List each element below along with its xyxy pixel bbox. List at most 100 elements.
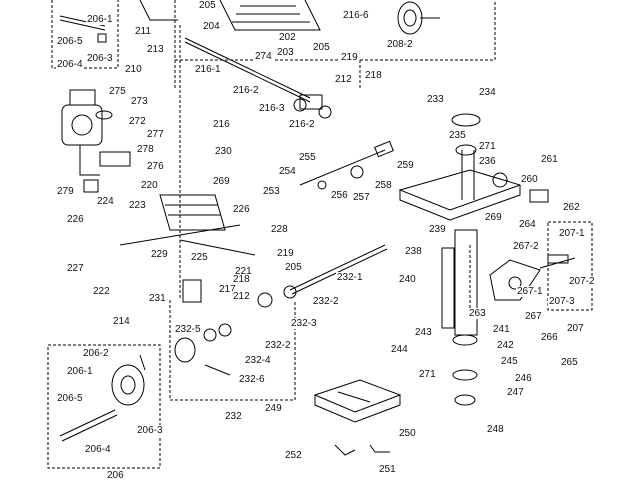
part-label: 271 <box>478 141 497 152</box>
group-outlines <box>47 0 593 469</box>
part-label: 231 <box>148 293 167 304</box>
part-label: 255 <box>298 152 317 163</box>
part-label: 269 <box>212 176 231 187</box>
part-label: 208-2 <box>386 39 414 50</box>
part-label: 219 <box>276 248 295 259</box>
part-label: 205 <box>284 262 303 273</box>
part-label: 241 <box>492 324 511 335</box>
part-label: 248 <box>486 424 505 435</box>
part-label: 216-1 <box>194 64 222 75</box>
part-label: 275 <box>108 86 127 97</box>
part-label: 226 <box>66 214 85 225</box>
part-label: 205 <box>198 0 217 11</box>
part-label: 252 <box>284 450 303 461</box>
base-249 <box>313 379 402 456</box>
part-label: 230 <box>214 146 233 157</box>
part-label: 223 <box>128 200 147 211</box>
part-label: 262 <box>562 202 581 213</box>
part-label: 247 <box>506 387 525 398</box>
part-label: 212 <box>334 74 353 85</box>
part-label: 207 <box>566 323 585 334</box>
part-label: 216-2 <box>232 85 260 96</box>
part-label: 244 <box>390 344 409 355</box>
part-label: 202 <box>278 32 297 43</box>
part-label: 203 <box>276 47 295 58</box>
part-label: 249 <box>264 403 283 414</box>
part-label: 214 <box>112 316 131 327</box>
part-label: 206-1 <box>66 366 94 377</box>
part-label: 206-5 <box>56 36 84 47</box>
part-label: 225 <box>190 252 209 263</box>
part-label: 232-3 <box>290 318 318 329</box>
part-label: 207-2 <box>568 276 596 287</box>
part-label: 228 <box>270 224 289 235</box>
part-label: 218 <box>364 70 383 81</box>
part-label: 232-6 <box>238 374 266 385</box>
part-label: 220 <box>140 180 159 191</box>
part-label: 227 <box>66 263 85 274</box>
handwheel-206-front <box>59 354 146 442</box>
part-label: 206-5 <box>56 393 84 404</box>
lever-assembly <box>299 140 394 190</box>
part-label: 246 <box>514 373 533 384</box>
part-label: 222 <box>92 286 111 297</box>
part-label: 206-4 <box>56 59 84 70</box>
part-label: 206-3 <box>136 425 164 436</box>
part-label: 274 <box>254 51 273 62</box>
part-label: 264 <box>518 219 537 230</box>
part-label: 206-1 <box>86 14 114 25</box>
part-label: 266 <box>540 332 559 343</box>
part-label: 213 <box>146 44 165 55</box>
part-label: 279 <box>56 186 75 197</box>
part-label: 219 <box>340 52 359 63</box>
part-label: 265 <box>560 357 579 368</box>
part-label: 256 <box>330 190 349 201</box>
part-label: 234 <box>478 87 497 98</box>
part-label: 243 <box>414 327 433 338</box>
part-label: 273 <box>130 96 149 107</box>
column-assembly <box>398 113 522 406</box>
part-label: 267-1 <box>516 286 544 297</box>
motor-assembly <box>61 89 131 193</box>
part-label: 216-3 <box>258 103 286 114</box>
right-side-assembly <box>489 172 576 301</box>
part-label: 242 <box>496 340 515 351</box>
feed-shaft-232 <box>174 244 388 376</box>
part-label: 207-1 <box>558 228 586 239</box>
part-label: 269 <box>484 212 503 223</box>
part-label: 221 <box>234 266 253 277</box>
part-label: 206-2 <box>82 348 110 359</box>
part-label: 263 <box>468 308 487 319</box>
part-label: 206 <box>106 470 125 481</box>
part-label: 238 <box>404 246 423 257</box>
part-label: 271 <box>418 369 437 380</box>
top-table <box>139 0 321 31</box>
part-label: 232 <box>224 411 243 422</box>
part-label: 211 <box>134 26 152 37</box>
part-label: 253 <box>262 186 281 197</box>
part-label: 240 <box>398 274 417 285</box>
part-label: 232-2 <box>312 296 340 307</box>
part-label: 204 <box>202 21 221 32</box>
handwheel-208-2 <box>397 1 440 35</box>
part-label: 257 <box>352 192 371 203</box>
part-label: 239 <box>428 224 447 235</box>
part-label: 232-4 <box>244 355 272 366</box>
part-label: 245 <box>500 356 519 367</box>
part-label: 235 <box>448 130 467 141</box>
part-label: 267 <box>524 311 543 322</box>
part-label: 216 <box>212 119 231 130</box>
part-label: 207-3 <box>548 296 576 307</box>
part-label: 224 <box>96 196 115 207</box>
part-label: 229 <box>150 249 169 260</box>
part-label: 236 <box>478 156 497 167</box>
part-label: 251 <box>378 464 397 475</box>
part-label: 205 <box>312 42 331 53</box>
part-label: 226 <box>232 204 251 215</box>
part-label: 216-2 <box>288 119 316 130</box>
leadscrew-216-1 <box>184 37 332 119</box>
part-label: 278 <box>136 144 155 155</box>
part-label: 250 <box>398 428 417 439</box>
